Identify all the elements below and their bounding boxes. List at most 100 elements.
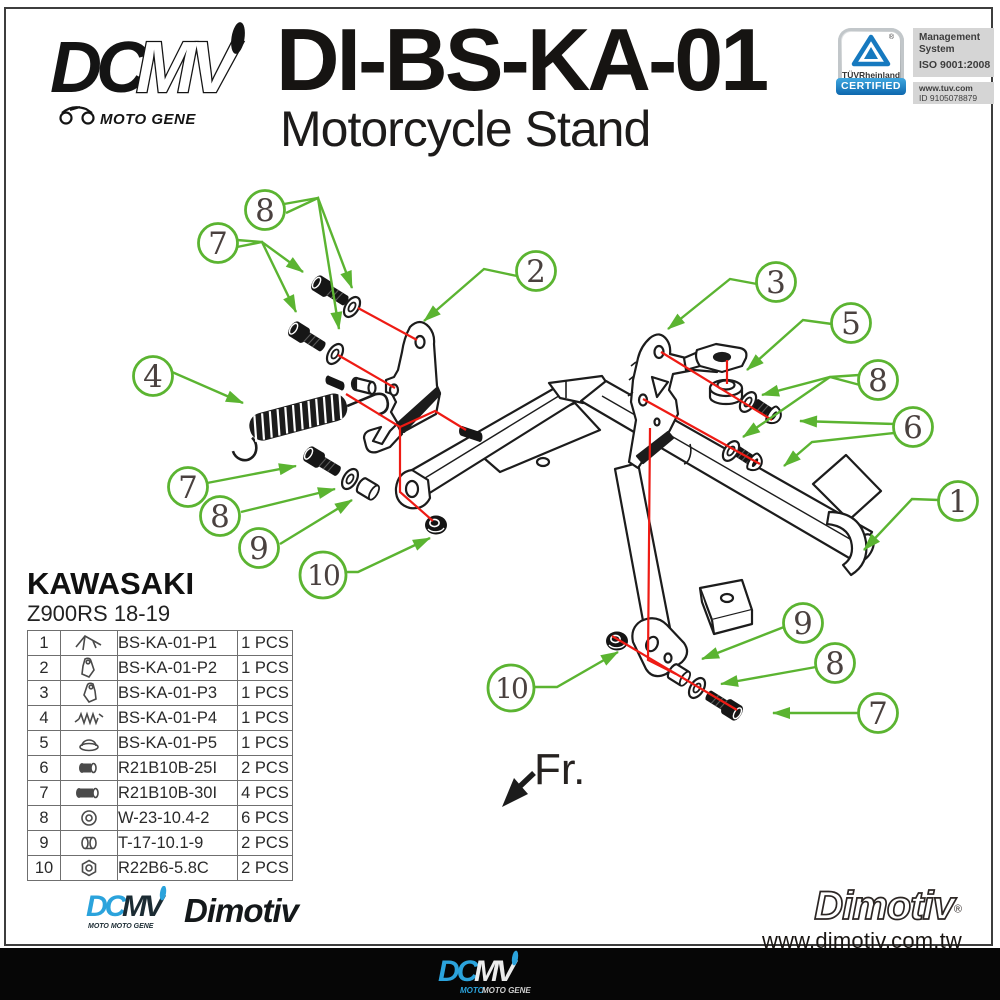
bar-logo-teardrop-icon [511, 950, 519, 966]
callout-balloons: 8 7 2 3 5 8 6 4 7 8 9 10 1 9 8 7 10 [132, 189, 979, 734]
callout-leader-arrows [171, 196, 940, 719]
bolt-7-icon [284, 318, 330, 356]
front-direction-marker: Fr. [502, 745, 585, 807]
callout-6: 6 [892, 406, 934, 448]
vehicle-make: KAWASAKI [27, 566, 195, 601]
svg-text:3: 3 [766, 265, 786, 301]
bracket-left-icon [81, 657, 95, 678]
dmv-mini-teardrop-icon [159, 886, 167, 901]
part-bracket-left [350, 320, 442, 454]
svg-text:8: 8 [868, 363, 888, 399]
nut-10-icon [605, 630, 629, 652]
svg-text:9: 9 [793, 606, 813, 642]
part-pivot-plate [682, 342, 748, 374]
dmv-logo-solid-text: DC [50, 28, 149, 108]
part-qty-cell: 1 PCS [237, 655, 293, 681]
part-code-cell: BS-KA-01-P4 [117, 705, 238, 731]
callout-8: 8 [199, 495, 241, 537]
part-qty-cell: 2 PCS [237, 755, 293, 781]
callout-5: 5 [830, 302, 872, 344]
part-number-cell: 9 [27, 830, 61, 856]
dimotiv-wordmark: Dimotiv [184, 892, 301, 929]
part-number-cell: 4 [27, 705, 61, 731]
callout-8: 8 [814, 642, 856, 684]
tuv-triangle-icon [851, 34, 891, 67]
table-row: 8 W-23-10.4-2 6 PCS [27, 805, 293, 831]
callout-7: 7 [167, 466, 209, 508]
svg-text:8: 8 [255, 193, 275, 229]
part-qty-cell: 4 PCS [237, 780, 293, 806]
part-code-cell: W-23-10.4-2 [117, 805, 238, 831]
footer-left-logo: DC MV MOTO MOTO GENE Dimotiv [86, 886, 302, 930]
tuv-brand-label: TÜVRheinland [842, 70, 901, 80]
callout-7: 7 [197, 222, 239, 264]
callout-3: 3 [755, 261, 797, 303]
tuv-id-label: ID 9105078879 [919, 92, 978, 103]
bar-tagline-blue: MOTO [460, 986, 485, 995]
part-qty-cell: 1 PCS [237, 705, 293, 731]
tuv-management-label: Management [919, 32, 981, 43]
page-border [4, 7, 993, 946]
part-qty-cell: 1 PCS [237, 680, 293, 706]
callout-7: 7 [857, 692, 899, 734]
callout-1: 1 [937, 480, 979, 522]
part-number-cell: 5 [27, 730, 61, 756]
bolt-7-icon [300, 443, 345, 481]
dmv-mini-tagline: MOTO MOTO GENE [88, 923, 154, 930]
dome-washer-icon [79, 739, 99, 752]
nut-10-icon [424, 514, 448, 536]
footer-black-bar: DC MV MOTO MOTO GENE [0, 948, 1000, 1000]
svg-text:1: 1 [948, 484, 968, 520]
stand-assembly-icon [75, 634, 102, 651]
svg-text:7: 7 [208, 226, 228, 262]
callout-8: 8 [857, 359, 899, 401]
svg-text:10: 10 [307, 559, 339, 592]
washer-icon [81, 810, 97, 826]
parts-table: 1 BS-KA-01-P1 1 PCS 2 BS-KA-01-P2 1 PCS … [27, 630, 293, 881]
part-code-cell: R21B10B-25I [117, 755, 238, 781]
table-row: 4 BS-KA-01-P4 1 PCS [27, 705, 293, 731]
dmv-logo-outline-text: MV [136, 28, 244, 108]
callout-4: 4 [132, 355, 174, 397]
table-row: 2 BS-KA-01-P2 1 PCS [27, 655, 293, 681]
page-title: DI-BS-KA-01 [276, 10, 769, 109]
front-label: Fr. [534, 745, 585, 794]
part-qty-cell: 2 PCS [237, 830, 293, 856]
part-qty-cell: 6 PCS [237, 805, 293, 831]
svg-text:5: 5 [841, 306, 861, 342]
table-row: 3 BS-KA-01-P3 1 PCS [27, 680, 293, 706]
part-code-cell: BS-KA-01-P5 [117, 730, 238, 756]
part-number-cell: 1 [27, 630, 61, 656]
part-number-cell: 3 [27, 680, 61, 706]
part-number-cell: 10 [27, 855, 61, 881]
tuv-id-panel: www.tuv.com ID 9105078879 [913, 82, 994, 104]
vehicle-model: Z900RS 18-19 [27, 601, 171, 626]
callout-9: 9 [238, 527, 280, 569]
dimotiv-outline-wordmark: Dimotiv [813, 884, 955, 928]
part-code-cell: BS-KA-01-P1 [117, 630, 238, 656]
part-qty-cell: 1 PCS [237, 730, 293, 756]
spring-pin-icon [325, 375, 345, 391]
footer-right-logo: Dimotiv® www.dimotiv.com.tw [762, 884, 962, 954]
tuv-system-label: System [919, 43, 955, 55]
part-code-cell: R22B6-5.8C [117, 855, 238, 881]
callout-2: 2 [515, 250, 557, 292]
callout-10: 10 [486, 663, 536, 713]
part-qty-cell: 1 PCS [237, 630, 293, 656]
svg-text:2: 2 [526, 254, 546, 290]
front-arrow-icon [502, 778, 528, 807]
motorcycle-icon [59, 105, 95, 125]
bolt-short-icon [79, 762, 97, 774]
part-number-cell: 2 [27, 655, 61, 681]
tuv-certified-banner: CERTIFIED [836, 78, 906, 95]
table-row: 10 R22B6-5.8C 2 PCS [27, 855, 293, 881]
spring-icon [74, 711, 104, 726]
svg-text:7: 7 [868, 696, 888, 732]
svg-text:7: 7 [178, 470, 198, 506]
part-number-cell: 6 [27, 755, 61, 781]
part-qty-cell: 2 PCS [237, 855, 293, 881]
part-code-cell: T-17-10.1-9 [117, 830, 238, 856]
part-code-cell: BS-KA-01-P3 [117, 680, 238, 706]
svg-text:10: 10 [495, 672, 527, 705]
